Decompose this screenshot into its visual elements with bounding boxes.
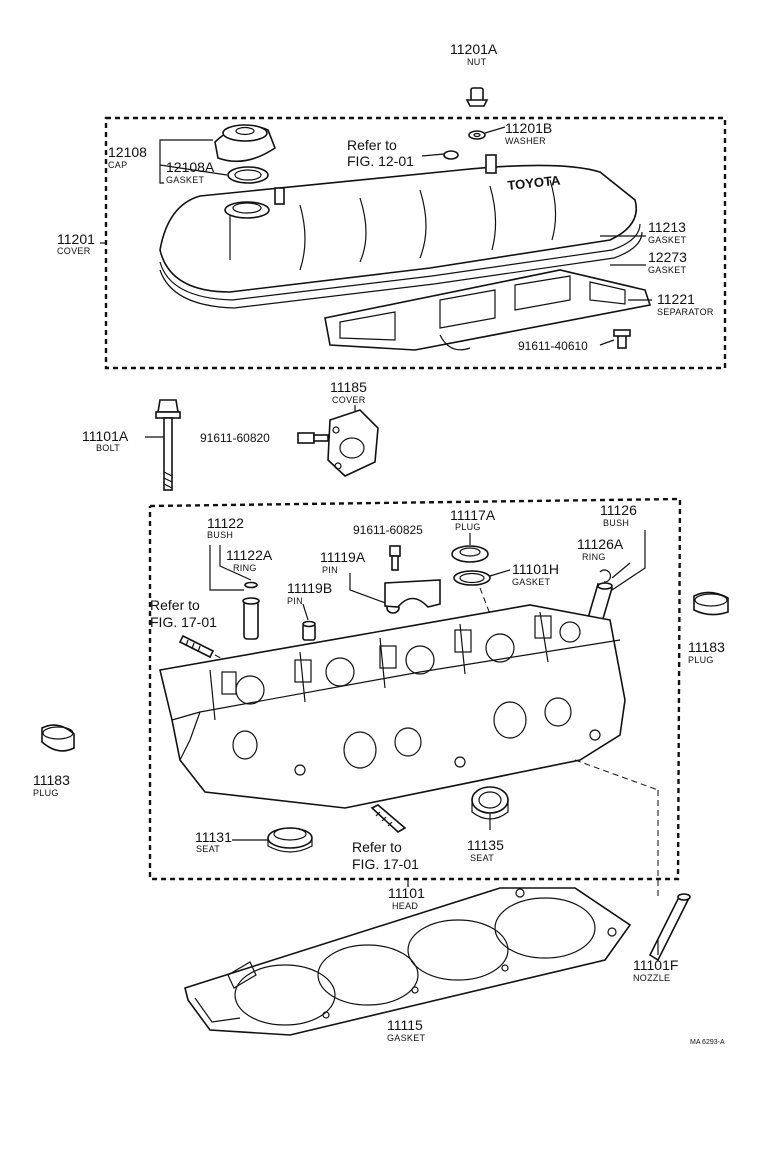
label-pin-b-name: PIN bbox=[287, 596, 303, 606]
svg-text:TOYOTA: TOYOTA bbox=[507, 172, 562, 193]
label-small-cover-number: 11185 bbox=[330, 379, 367, 395]
label-cover-gasket-name: GASKET bbox=[648, 235, 687, 245]
label-pin-b-number: 11119B bbox=[287, 580, 332, 596]
label-bolt-40610-number: 91611-40610 bbox=[518, 339, 588, 353]
label-seat-left-name: SEAT bbox=[196, 844, 220, 854]
label-cap-gasket-number: 12108A bbox=[166, 159, 215, 175]
oil-cap-drawing bbox=[214, 124, 276, 163]
stud-left-drawing bbox=[178, 634, 215, 659]
label-cover-name: COVER bbox=[57, 246, 91, 256]
washer-drawing bbox=[468, 130, 486, 140]
cover-bolt-drawing bbox=[297, 432, 329, 444]
nozzle-drawing bbox=[648, 893, 691, 962]
valve-guide-bush-left-drawing bbox=[242, 597, 260, 640]
valve-seat-left-drawing bbox=[267, 827, 313, 853]
ref-fig-1201-line2: FIG. 12-01 bbox=[347, 153, 414, 169]
ref-fig-1701-left-line1: Refer to bbox=[150, 597, 200, 613]
label-cam-plug-gasket-name: GASKET bbox=[512, 577, 551, 587]
label-washer-number: 11201B bbox=[505, 120, 552, 136]
label-plug-right-number: 11183 bbox=[688, 639, 725, 655]
label-bolt-name: BOLT bbox=[96, 443, 120, 453]
head-group-frame bbox=[148, 497, 682, 881]
label-bush-left-number: 11122 bbox=[207, 515, 244, 531]
label-cam-plug-name: PLUG bbox=[455, 522, 481, 532]
label-small-cover-name: COVER bbox=[332, 395, 366, 405]
separator-drawing bbox=[324, 269, 652, 351]
diagram-code: MA 6293-A bbox=[690, 1039, 725, 1046]
label-head-number: 11101 bbox=[388, 885, 425, 901]
label-cover-number: 11201 bbox=[57, 231, 95, 247]
valve-cover-drawing: TOYOTA bbox=[159, 150, 643, 309]
bearing-cap-drawing bbox=[384, 579, 441, 608]
label-head-name: HEAD bbox=[392, 901, 418, 911]
valve-seat-right-drawing bbox=[471, 786, 509, 820]
label-seat-right-number: 11135 bbox=[467, 837, 504, 853]
label-cam-plug-number: 11117A bbox=[450, 507, 496, 523]
label-nozzle-number: 11101F bbox=[633, 957, 678, 973]
head-gasket-drawing bbox=[184, 887, 632, 1036]
label-cover-gasket-number: 11213 bbox=[648, 219, 686, 235]
label-cap-gasket-name: GASKET bbox=[166, 175, 205, 185]
valve-guide-bush-right-drawing bbox=[587, 582, 613, 623]
ref-fig-1701-bottom-line2: FIG. 17-01 bbox=[352, 856, 419, 872]
label-nut-number: 11201A bbox=[450, 41, 498, 57]
label-ring-right-number: 11126A bbox=[577, 536, 624, 552]
label-washer-name: WASHER bbox=[505, 136, 546, 146]
label-bolt-60825-number: 91611-60825 bbox=[353, 523, 423, 537]
ref-fig-1701-left-line2: FIG. 17-01 bbox=[150, 614, 217, 630]
separator-bolt-drawing bbox=[613, 329, 631, 349]
ring-right-drawing bbox=[599, 569, 612, 583]
label-head-gasket-number: 11115 bbox=[387, 1017, 423, 1033]
label-nut-name: NUT bbox=[467, 57, 487, 67]
label-cam-plug-gasket-number: 11101H bbox=[512, 561, 559, 577]
small-bolt-drawing bbox=[389, 545, 401, 571]
ref-fig-1701-bottom-line1: Refer to bbox=[352, 839, 402, 855]
expansion-plug-right-drawing bbox=[693, 591, 729, 616]
ref-fig-1201-line1: Refer to bbox=[347, 137, 397, 153]
small-cover-drawing bbox=[327, 409, 379, 477]
label-separator-name: SEPARATOR bbox=[657, 307, 714, 317]
label-bush-right-name: BUSH bbox=[603, 518, 629, 528]
ring-left-drawing bbox=[244, 581, 258, 589]
label-bush-right-number: 11126 bbox=[600, 502, 637, 518]
label-seat-left-number: 11131 bbox=[195, 829, 232, 845]
cam-plug-gasket-drawing bbox=[453, 570, 491, 586]
label-pin-a-name: PIN bbox=[322, 565, 338, 575]
label-head-gasket-name: GASKET bbox=[387, 1033, 426, 1043]
label-cap-number: 12108 bbox=[108, 144, 147, 160]
label-nozzle-name: NOZZLE bbox=[633, 973, 670, 983]
expansion-plug-left-drawing bbox=[41, 724, 75, 752]
cam-plug-drawing bbox=[451, 545, 489, 563]
label-bolt-60820-number: 91611-60820 bbox=[200, 431, 270, 445]
label-plug-left-number: 11183 bbox=[33, 772, 70, 788]
label-gasket-12273-name: GASKET bbox=[648, 265, 687, 275]
label-gasket-12273-number: 12273 bbox=[648, 249, 687, 265]
label-ring-left-name: RING bbox=[233, 563, 257, 573]
cylinder-head-drawing bbox=[159, 604, 626, 809]
label-pin-a-number: 11119A bbox=[320, 549, 366, 565]
label-plug-right-name: PLUG bbox=[688, 655, 714, 665]
label-separator-number: 11221 bbox=[657, 291, 695, 307]
label-cap-name: CAP bbox=[108, 160, 127, 170]
pin-b-drawing bbox=[302, 620, 316, 641]
label-bolt-number: 11101A bbox=[82, 428, 129, 444]
cap-gasket-drawing bbox=[227, 166, 269, 184]
label-ring-left-number: 11122A bbox=[226, 547, 273, 563]
nut-drawing bbox=[465, 87, 489, 107]
stud-bottom-drawing bbox=[370, 804, 407, 833]
label-seat-right-name: SEAT bbox=[470, 853, 494, 863]
label-ring-right-name: RING bbox=[582, 552, 606, 562]
label-bush-left-name: BUSH bbox=[207, 530, 233, 540]
long-bolt-drawing bbox=[155, 399, 181, 491]
label-plug-left-name: PLUG bbox=[33, 788, 59, 798]
